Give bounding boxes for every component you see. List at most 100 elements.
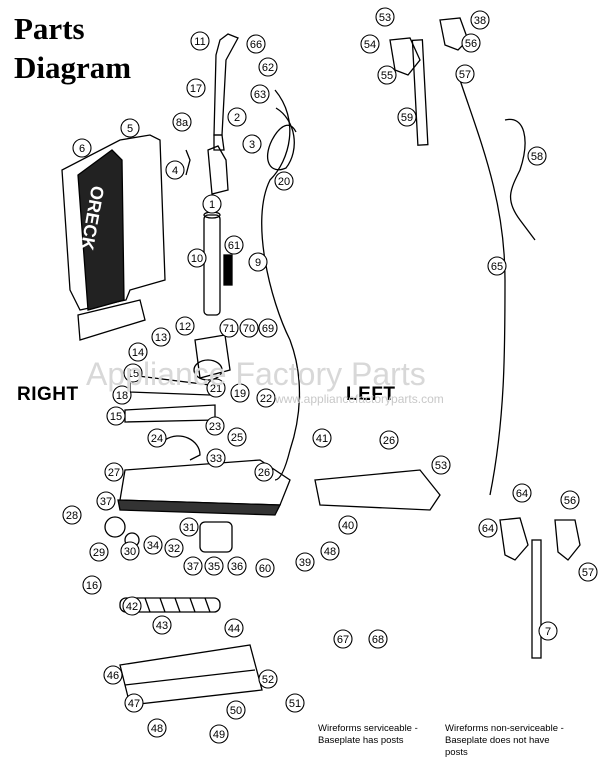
part-callout-circle [147, 718, 167, 738]
wireform-rod-bottom-part [531, 539, 542, 659]
part-callout: 41 [312, 428, 332, 448]
note-serviceable: Wireforms serviceable - Baseplate has po… [318, 723, 418, 747]
part-callout-circle [227, 427, 247, 447]
part-callout-number: 48 [151, 723, 163, 735]
part-callout: 37 [183, 556, 203, 576]
part-callout-circle [375, 7, 395, 27]
note-nonserviceable: Wireforms non-serviceable - Baseplate do… [445, 723, 564, 759]
brush-bristles-part [129, 597, 211, 613]
part-callout: 68 [368, 629, 388, 649]
hose-part [164, 435, 201, 461]
motor-mount-part [194, 334, 231, 379]
part-callout: 24 [147, 428, 167, 448]
part-callout: 53 [431, 455, 451, 475]
part-callout: 28 [62, 505, 82, 525]
part-callout-number: 16 [86, 580, 98, 592]
part-callout-circle [295, 552, 315, 572]
part-callout-number: 65 [491, 261, 503, 273]
part-callout: 29 [89, 542, 109, 562]
part-callout-circle [250, 84, 270, 104]
part-callout-circle [187, 248, 207, 268]
part-callout-circle [206, 378, 226, 398]
part-callout-circle [209, 724, 229, 744]
part-callout-circle [368, 629, 388, 649]
part-callout-circle [104, 462, 124, 482]
part-callout-number: 54 [364, 39, 376, 51]
part-callout: 39 [295, 552, 315, 572]
part-callout-number: 51 [289, 698, 301, 710]
part-callout-number: 22 [260, 393, 272, 405]
part-callout-circle [274, 171, 294, 191]
part-callout-circle [164, 538, 184, 558]
part-callout: 34 [143, 535, 163, 555]
part-callout-circle [239, 318, 259, 338]
part-callout-number: 56 [465, 38, 477, 50]
part-callout: 66 [246, 34, 266, 54]
part-callout: 38 [470, 10, 490, 30]
part-callout: 65 [487, 256, 507, 276]
part-callout-number: 7 [545, 626, 551, 638]
part-callout-circle [258, 57, 278, 77]
part-callout: 46 [103, 665, 123, 685]
hood-right-part [119, 459, 291, 506]
part-callout-number: 60 [259, 563, 271, 575]
part-callout: 56 [560, 490, 580, 510]
part-callout: 60 [255, 558, 275, 578]
plate-part [124, 404, 216, 423]
part-callout-circle [147, 428, 167, 448]
part-callout-circle [106, 406, 126, 426]
part-callout-number: 20 [278, 176, 290, 188]
part-callout: 36 [227, 556, 247, 576]
part-callout-number: 38 [474, 15, 486, 27]
cord-hook-part [185, 149, 191, 176]
part-callout-number: 62 [262, 62, 274, 74]
part-callout-circle [285, 693, 305, 713]
part-callout-circle [179, 517, 199, 537]
part-callout-number: 35 [208, 561, 220, 573]
part-callout-number: 5 [127, 123, 133, 135]
part-callout-circle [186, 78, 206, 98]
part-callout-circle [120, 541, 140, 561]
part-callout-circle [379, 430, 399, 450]
part-callout-number: 29 [93, 547, 105, 559]
part-callout-circle [338, 515, 358, 535]
part-callout-circle [527, 146, 547, 166]
baseplate-part [119, 644, 263, 706]
part-callout: 69 [258, 318, 278, 338]
part-callout: 26 [254, 462, 274, 482]
part-callout-circle [246, 34, 266, 54]
part-callout-circle [455, 64, 475, 84]
part-callout: 2 [227, 107, 247, 127]
part-callout-circle [204, 556, 224, 576]
part-callout-number: 15 [110, 411, 122, 423]
side-label-left: LEFT [346, 384, 396, 405]
part-callout-number: 63 [254, 89, 266, 101]
side-label-right: RIGHT [17, 384, 79, 405]
part-callout: 43 [152, 615, 172, 635]
part-callout-number: 12 [179, 321, 191, 333]
handle-joint-part [207, 145, 229, 195]
bag-collar-part [77, 299, 146, 341]
part-callout-circle [560, 490, 580, 510]
part-callout: 18 [112, 385, 132, 405]
part-callout-number: 6 [79, 143, 85, 155]
part-callout-number: 9 [255, 257, 261, 269]
part-callout: 12 [175, 316, 195, 336]
part-callout: 9 [248, 252, 268, 272]
note-serviceable-line2: Baseplate has posts [318, 735, 404, 746]
part-callout: 71 [219, 318, 239, 338]
part-callout: 6 [72, 138, 92, 158]
part-callout-number: 64 [516, 488, 528, 500]
part-callout-circle [487, 256, 507, 276]
part-callout: 8a [172, 112, 192, 132]
part-callout: 4 [165, 160, 185, 180]
part-callout: 47 [124, 693, 144, 713]
part-callout: 51 [285, 693, 305, 713]
part-callout-circle [112, 385, 132, 405]
part-callout-circle [320, 541, 340, 561]
part-callout-number: 48 [324, 546, 336, 558]
note-nonserviceable-line1: Wireforms non-serviceable - [445, 723, 564, 734]
part-callout: 3 [242, 134, 262, 154]
baseplate-rail-part [124, 669, 256, 686]
